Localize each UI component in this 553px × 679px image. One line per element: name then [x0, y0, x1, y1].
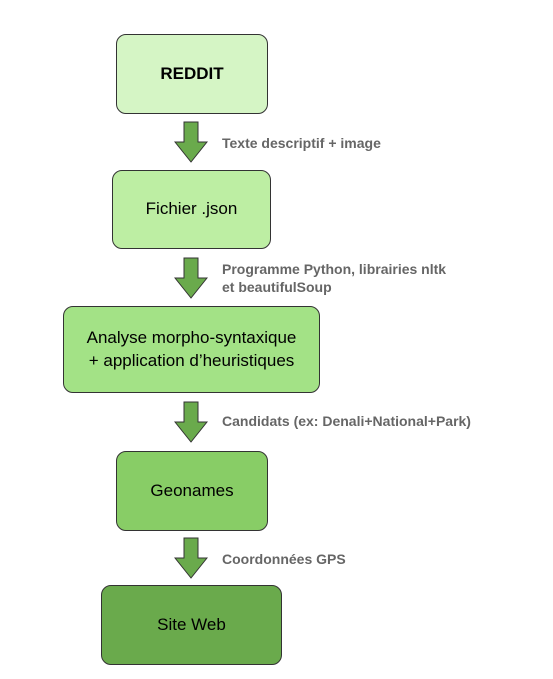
arrow-down-icon	[174, 121, 208, 163]
edge-label-line: Texte descriptif + image	[222, 135, 381, 151]
edge-label-line: Candidats (ex: Denali+National+Park)	[222, 413, 471, 429]
node-site-label: Site Web	[157, 614, 226, 634]
edge-label-geonames-site: Coordonnées GPS	[222, 550, 346, 568]
node-analyse: Analyse morpho-syntaxique + application …	[63, 306, 320, 393]
arrow-down-icon	[174, 257, 208, 299]
node-reddit: REDDIT	[116, 34, 268, 114]
node-analyse-line-1: Analyse morpho-syntaxique	[86, 328, 297, 348]
node-json: Fichier .json	[112, 170, 271, 249]
edge-label-line: Programme Python, librairies nltk	[222, 261, 447, 277]
node-reddit-label: REDDIT	[160, 63, 224, 83]
edge-label-line: Coordonnées GPS	[222, 551, 346, 567]
node-json-label: Fichier .json	[145, 199, 238, 219]
arrow-down-icon	[174, 401, 208, 443]
node-analyse-line-2: + application d’heuristiques	[88, 350, 295, 370]
edge-label-json-analyse: Programme Python, librairies nltk et bea…	[222, 260, 446, 296]
node-geonames: Geonames	[116, 451, 268, 531]
edge-label-reddit-json: Texte descriptif + image	[222, 134, 381, 152]
node-site: Site Web	[101, 585, 282, 665]
edge-label-line: et beautifulSoup	[222, 279, 332, 295]
node-geonames-label: Geonames	[150, 480, 234, 500]
edge-label-analyse-geonames: Candidats (ex: Denali+National+Park)	[222, 412, 471, 430]
arrow-down-icon	[174, 537, 208, 579]
